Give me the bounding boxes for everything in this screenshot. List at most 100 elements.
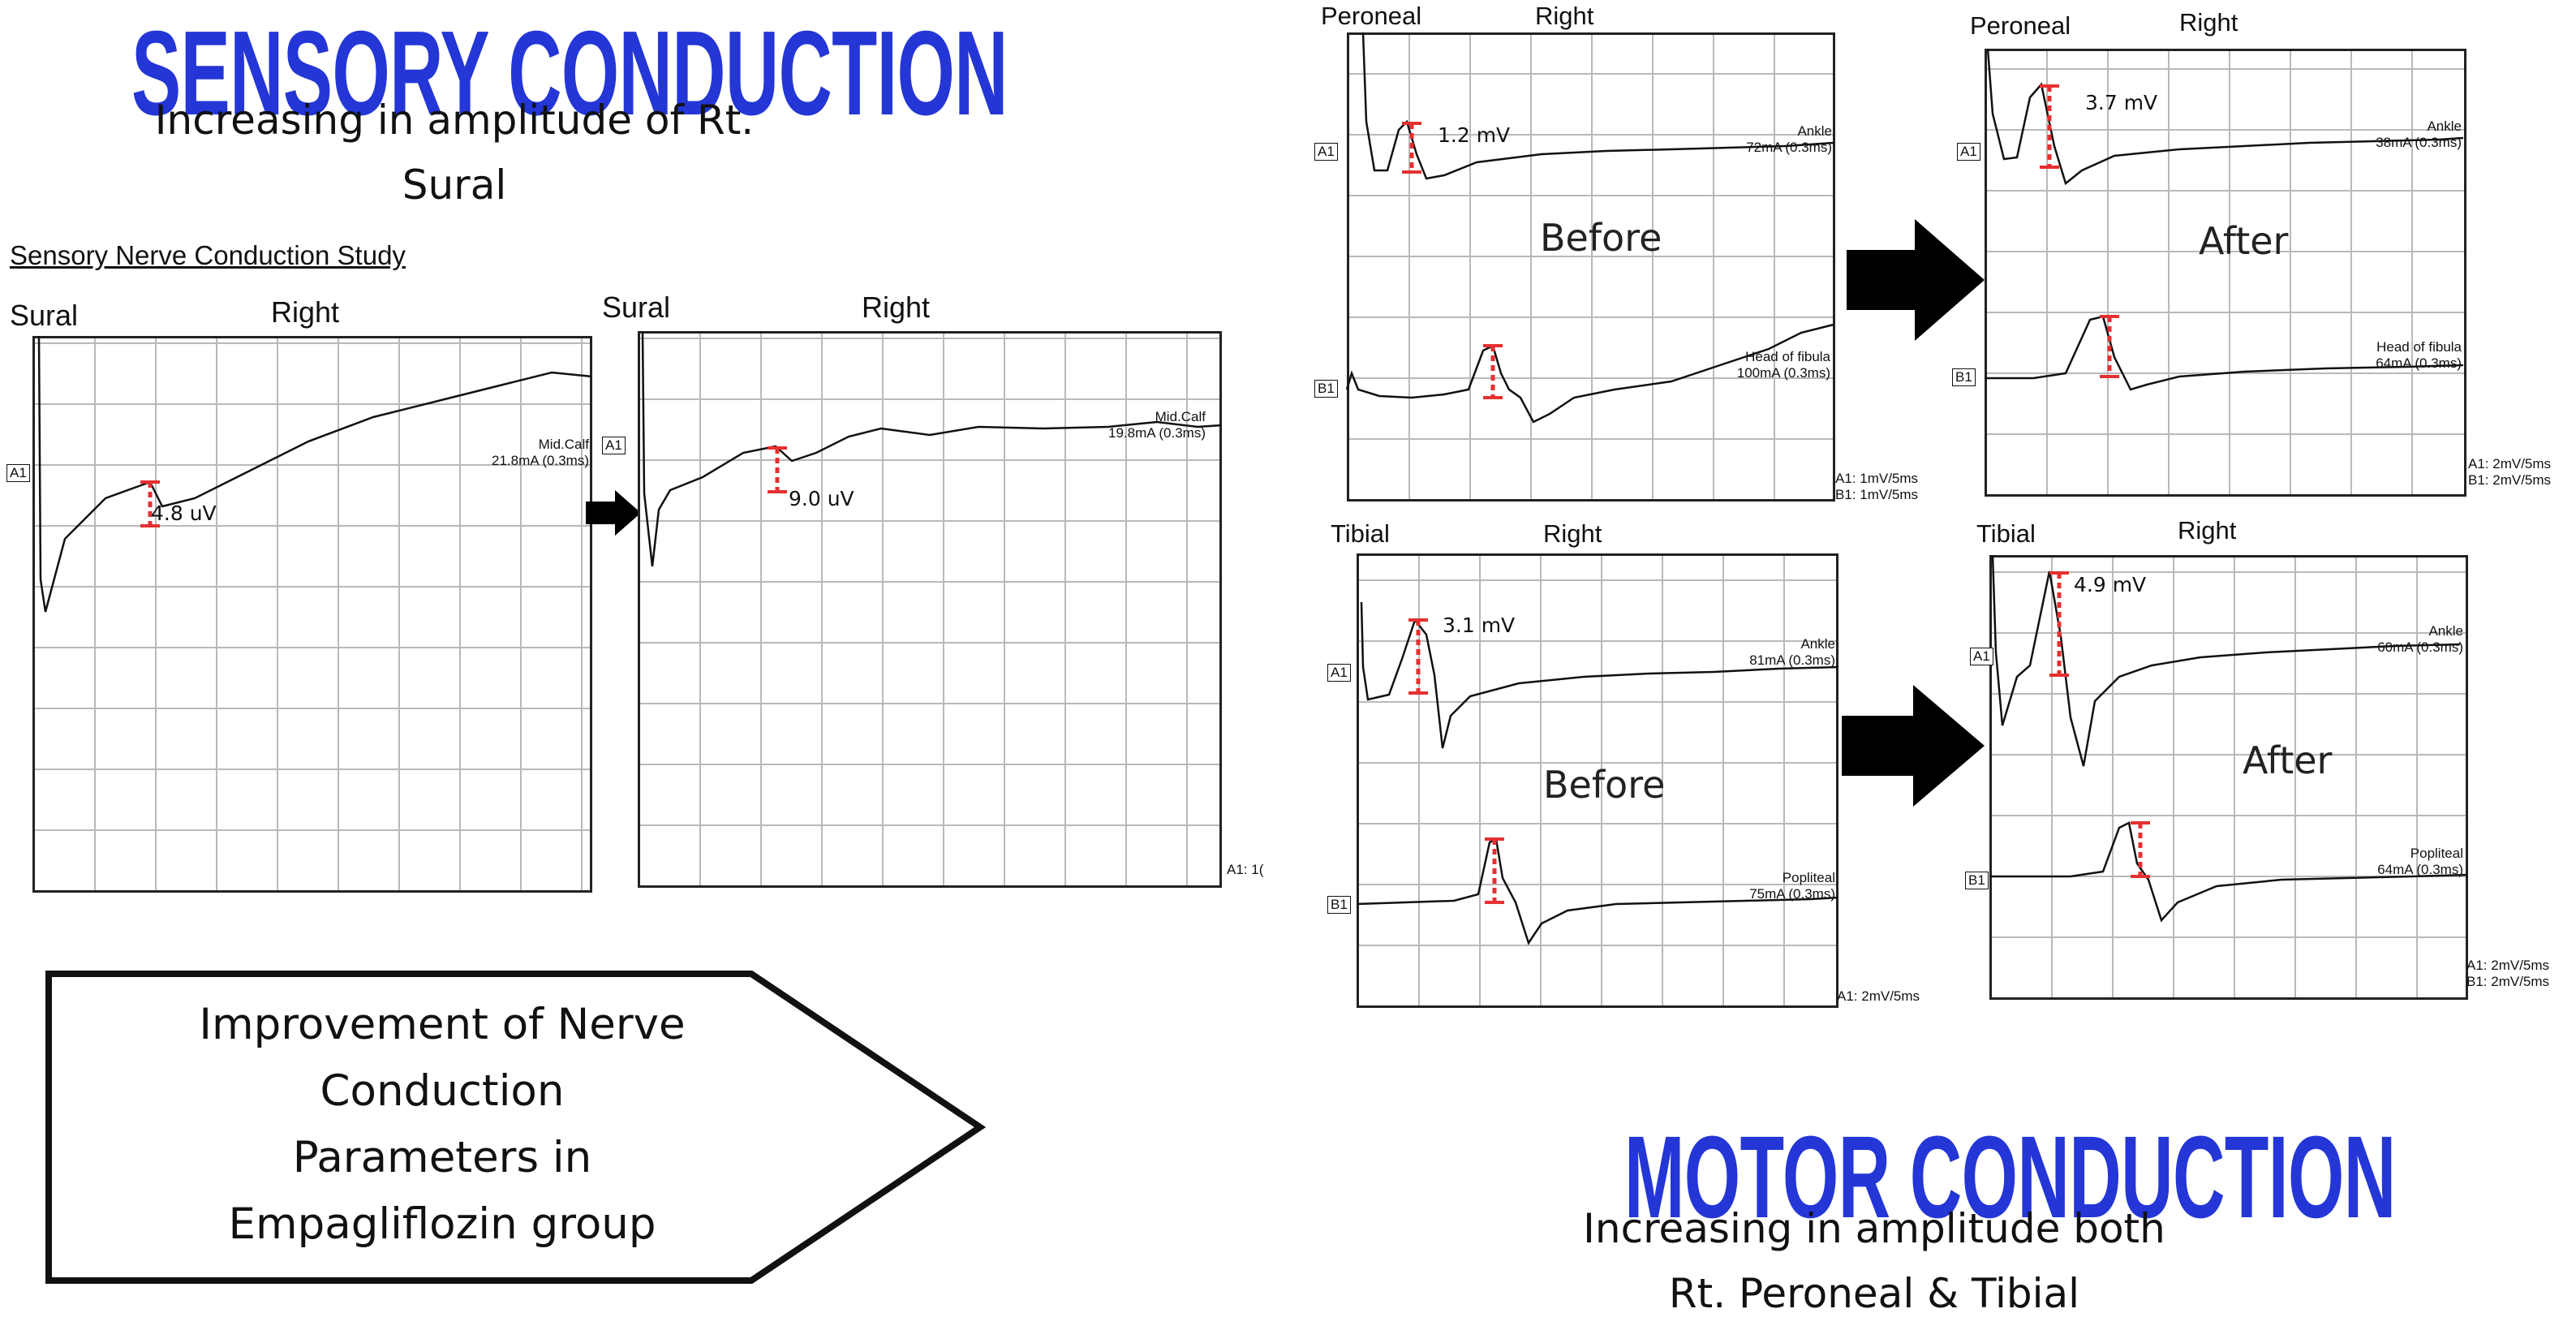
peroneal-after-nerve: Peroneal: [1970, 11, 2071, 40]
peroneal-after-ch-b: B1: [1952, 368, 1976, 386]
peroneal-after-ch-a: A1: [1957, 143, 1980, 161]
peroneal-before-ch-a: A1: [1314, 143, 1338, 161]
tibial-before-phase: Before: [1543, 763, 1666, 807]
sensory-title: SENSORY CONDUCTION: [131, 6, 1008, 140]
tibial-before-ch-a: A1: [1327, 664, 1351, 682]
peroneal-before-panel: [1347, 32, 1835, 502]
sural-after-site-name: Mid.Calf: [1155, 409, 1206, 424]
sural-after-nerve: Sural: [602, 291, 671, 324]
peroneal-before-amplitude: 1.2 mV: [1438, 123, 1511, 147]
sural-before-site-stim: 21.8mA (0.3ms): [492, 453, 589, 468]
peroneal-after-amplitude: 3.7 mV: [2085, 91, 2158, 114]
tibial-after-amplitude: 4.9 mV: [2074, 573, 2147, 596]
tibial-before-side: Right: [1543, 519, 1602, 548]
peroneal-after-phase: After: [2199, 219, 2289, 263]
motor-subtitle-line2: Rt. Peroneal & Tibial: [1668, 1270, 2080, 1317]
tibial-before-site-a-stim: 81mA (0.3ms): [1749, 652, 1835, 668]
peroneal-after-scale-b: B1: 2mV/5ms: [2468, 472, 2552, 488]
peroneal-after-site-a-stim: 38mA (0.3ms): [2376, 135, 2462, 150]
motor-subtitle-line1: Increasing in amplitude both: [1583, 1205, 2165, 1252]
summary-arrow-box: [45, 971, 987, 1284]
tibial-after-site-a-name: Ankle: [2428, 623, 2463, 639]
sensory-subtitle-line2: Sural: [402, 161, 507, 209]
peroneal-before-phase: Before: [1540, 216, 1662, 260]
tibial-after-waveform: [1989, 554, 2469, 923]
summary-line1: Improvement of Nerve: [199, 1000, 686, 1049]
sural-before-site: Mid.Calf 21.8mA (0.3ms): [487, 437, 589, 469]
tibial-after-panel: [1989, 555, 2468, 1000]
sural-before-panel: [32, 336, 592, 893]
peroneal-after-waveform: [1985, 48, 2464, 391]
peroneal-before-nerve: Peroneal: [1321, 2, 1422, 30]
sensory-subtitle: Increasing in amplitude of Rt. Sural: [49, 88, 860, 217]
sural-after-amplitude: 9.0 uV: [789, 487, 854, 510]
tibial-after-ch-a: A1: [1970, 648, 1993, 665]
tibial-arrow: [1842, 685, 1985, 807]
tibial-after-site-b: Popliteal 64mA (0.3ms): [2327, 846, 2463, 878]
summary-line3: Parameters in: [292, 1133, 592, 1182]
tibial-after-scale-a: A1: 2mV/5ms: [2466, 958, 2550, 973]
sural-after-scale: A1: 1(: [1227, 862, 1264, 877]
sural-before-channel: A1: [6, 464, 30, 482]
peroneal-before-site-b-name: Head of fibula: [1745, 349, 1830, 364]
tibial-after-site-b-stim: 64mA (0.3ms): [2377, 862, 2463, 877]
sural-before-site-name: Mid.Calf: [538, 437, 589, 452]
tibial-before-nerve: Tibial: [1331, 519, 1390, 548]
sural-after-side: Right: [862, 291, 931, 324]
peroneal-after-site-b: Head of fibula 64mA (0.3ms): [2309, 339, 2462, 372]
sural-before-waveform: [37, 335, 593, 613]
summary-text: Improvement of Nerve Conduction Paramete…: [122, 992, 763, 1258]
peroneal-before-site-a-name: Ankle: [1797, 123, 1832, 139]
sural-after-channel: A1: [602, 437, 626, 454]
peroneal-before-waveform: [1345, 32, 1834, 424]
sural-after-site-stim: 19.8mA (0.3ms): [1108, 425, 1206, 441]
tibial-after-nerve: Tibial: [1976, 519, 2036, 548]
tibial-before-ch-b: B1: [1327, 896, 1351, 914]
peroneal-after-site-a: Ankle 38mA (0.3ms): [2320, 118, 2462, 151]
peroneal-after-site-a-name: Ankle: [2427, 118, 2462, 134]
peroneal-before-side: Right: [1535, 2, 1594, 30]
tibial-after-side: Right: [2178, 516, 2237, 545]
sural-before-nerve: Sural: [10, 299, 79, 332]
tibial-before-site-a-name: Ankle: [1800, 636, 1835, 652]
tibial-before-site-a: Ankle 81mA (0.3ms): [1704, 636, 1835, 669]
peroneal-arrow: [1847, 219, 1985, 341]
tibial-after-ch-b: B1: [1965, 872, 1989, 889]
summary-line4: Empagliflozin group: [228, 1199, 656, 1249]
peroneal-after-site-b-stim: 64mA (0.3ms): [2376, 355, 2462, 371]
tibial-after-scale: A1: 2mV/5ms B1: 2mV/5ms: [2466, 958, 2549, 990]
tibial-before-site-b: Popliteal 75mA (0.3ms): [1704, 870, 1835, 902]
sural-before-side: Right: [271, 295, 340, 329]
peroneal-after-panel: [1985, 49, 2466, 497]
peroneal-after-side: Right: [2179, 8, 2238, 37]
peroneal-before-site-b-stim: 100mA (0.3ms): [1736, 365, 1830, 381]
peroneal-before-site-a-stim: 72mA (0.3ms): [1746, 140, 1832, 155]
study-heading: Sensory Nerve Conduction Study: [10, 240, 406, 270]
peroneal-before-ch-b: B1: [1314, 380, 1338, 398]
sural-after-site: Mid.Calf 19.8mA (0.3ms): [1100, 409, 1206, 441]
peroneal-before-site-b: Head of fibula 100mA (0.3ms): [1688, 349, 1830, 381]
tibial-before-amplitude: 3.1 mV: [1443, 613, 1516, 637]
sural-after-waveform: [641, 330, 1223, 567]
tibial-after-site-a: Ankle 60mA (0.3ms): [2327, 623, 2463, 656]
motor-subtitle: Increasing in amplitude both Rt. Peronea…: [1469, 1196, 2280, 1326]
tibial-before-site-b-stim: 75mA (0.3ms): [1749, 886, 1835, 902]
peroneal-after-site-b-name: Head of fibula: [2376, 339, 2462, 355]
tibial-after-site-a-stim: 60mA (0.3ms): [2377, 639, 2463, 655]
sural-before-amplitude: 4.8 uV: [151, 502, 217, 525]
tibial-before-panel: [1357, 553, 1838, 1008]
peroneal-after-scale-a: A1: 2mV/5ms: [2468, 456, 2552, 471]
sensory-subtitle-line1: Increasing in amplitude of Rt.: [154, 97, 755, 144]
tibial-after-scale-b: B1: 2mV/5ms: [2466, 974, 2550, 989]
motor-title: MOTOR CONDUCTION: [1624, 1112, 2396, 1242]
peroneal-after-scale: A1: 2mV/5ms B1: 2mV/5ms: [2468, 456, 2551, 489]
sensory-arrow: [586, 490, 641, 536]
peroneal-before-scale: A1: 1mV/5ms B1: 1mV/5ms: [1835, 471, 1918, 503]
peroneal-before-site-a: Ankle 72mA (0.3ms): [1701, 123, 1832, 156]
tibial-before-scale-a: A1: 2mV/5ms: [1837, 988, 1920, 1004]
tibial-after-site-b-name: Popliteal: [2410, 846, 2463, 861]
summary-line2: Conduction: [320, 1066, 565, 1116]
peroneal-before-scale-b: B1: 1mV/5ms: [1835, 487, 1919, 502]
tibial-after-phase: After: [2243, 738, 2333, 782]
peroneal-before-scale-a: A1: 1mV/5ms: [1835, 471, 1919, 486]
